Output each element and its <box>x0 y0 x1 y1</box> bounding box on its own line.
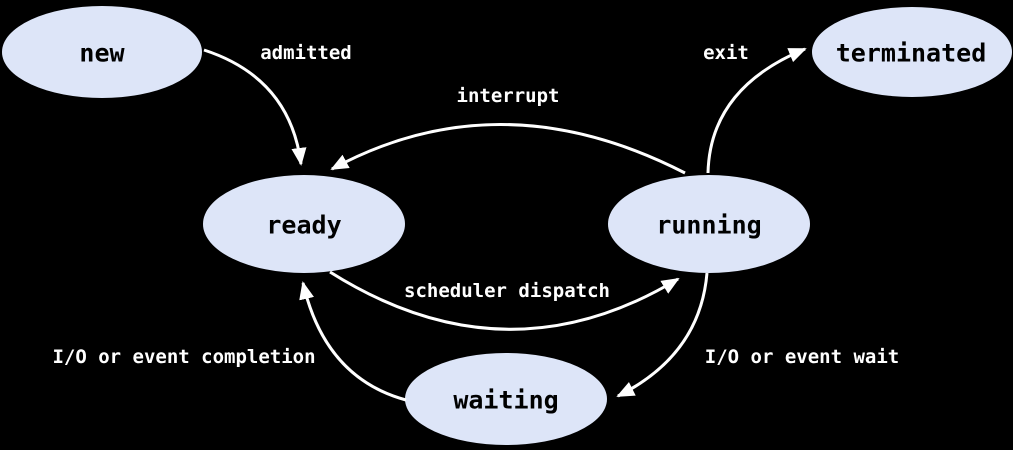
transition-exit-label: exit <box>703 42 749 64</box>
state-labels: new ready running waiting terminated <box>79 39 986 415</box>
transition-admitted-label: admitted <box>260 42 352 64</box>
state-terminated-ellipse <box>812 7 1012 97</box>
transition-arrows <box>203 47 807 402</box>
transition-labels: admitted interrupt scheduler dispatch ex… <box>52 42 899 368</box>
transition-exit-arrow <box>706 47 807 174</box>
transition-interrupt-arrow <box>330 123 686 175</box>
state-new-ellipse <box>2 6 202 98</box>
transition-admitted-arrow <box>203 48 307 166</box>
transition-io-wait-arrow <box>616 272 709 398</box>
transition-io-completion-label: I/O or event completion <box>52 346 315 368</box>
transition-io-completion-arrow <box>299 281 407 402</box>
transition-io-wait-label: I/O or event wait <box>705 346 899 368</box>
transition-scheduler-dispatch-label: scheduler dispatch <box>404 280 610 302</box>
state-nodes <box>2 6 1012 445</box>
state-waiting-label: waiting <box>453 386 558 415</box>
state-running-label: running <box>656 211 761 240</box>
state-terminated-label: terminated <box>836 39 987 68</box>
transition-scheduler-dispatch-arrow <box>329 270 680 331</box>
state-running-ellipse <box>608 175 810 273</box>
transition-interrupt-label: interrupt <box>457 85 560 107</box>
state-ready-label: ready <box>266 211 341 240</box>
state-ready-ellipse <box>203 175 405 273</box>
state-waiting-ellipse <box>405 353 607 445</box>
state-new-label: new <box>79 39 125 68</box>
